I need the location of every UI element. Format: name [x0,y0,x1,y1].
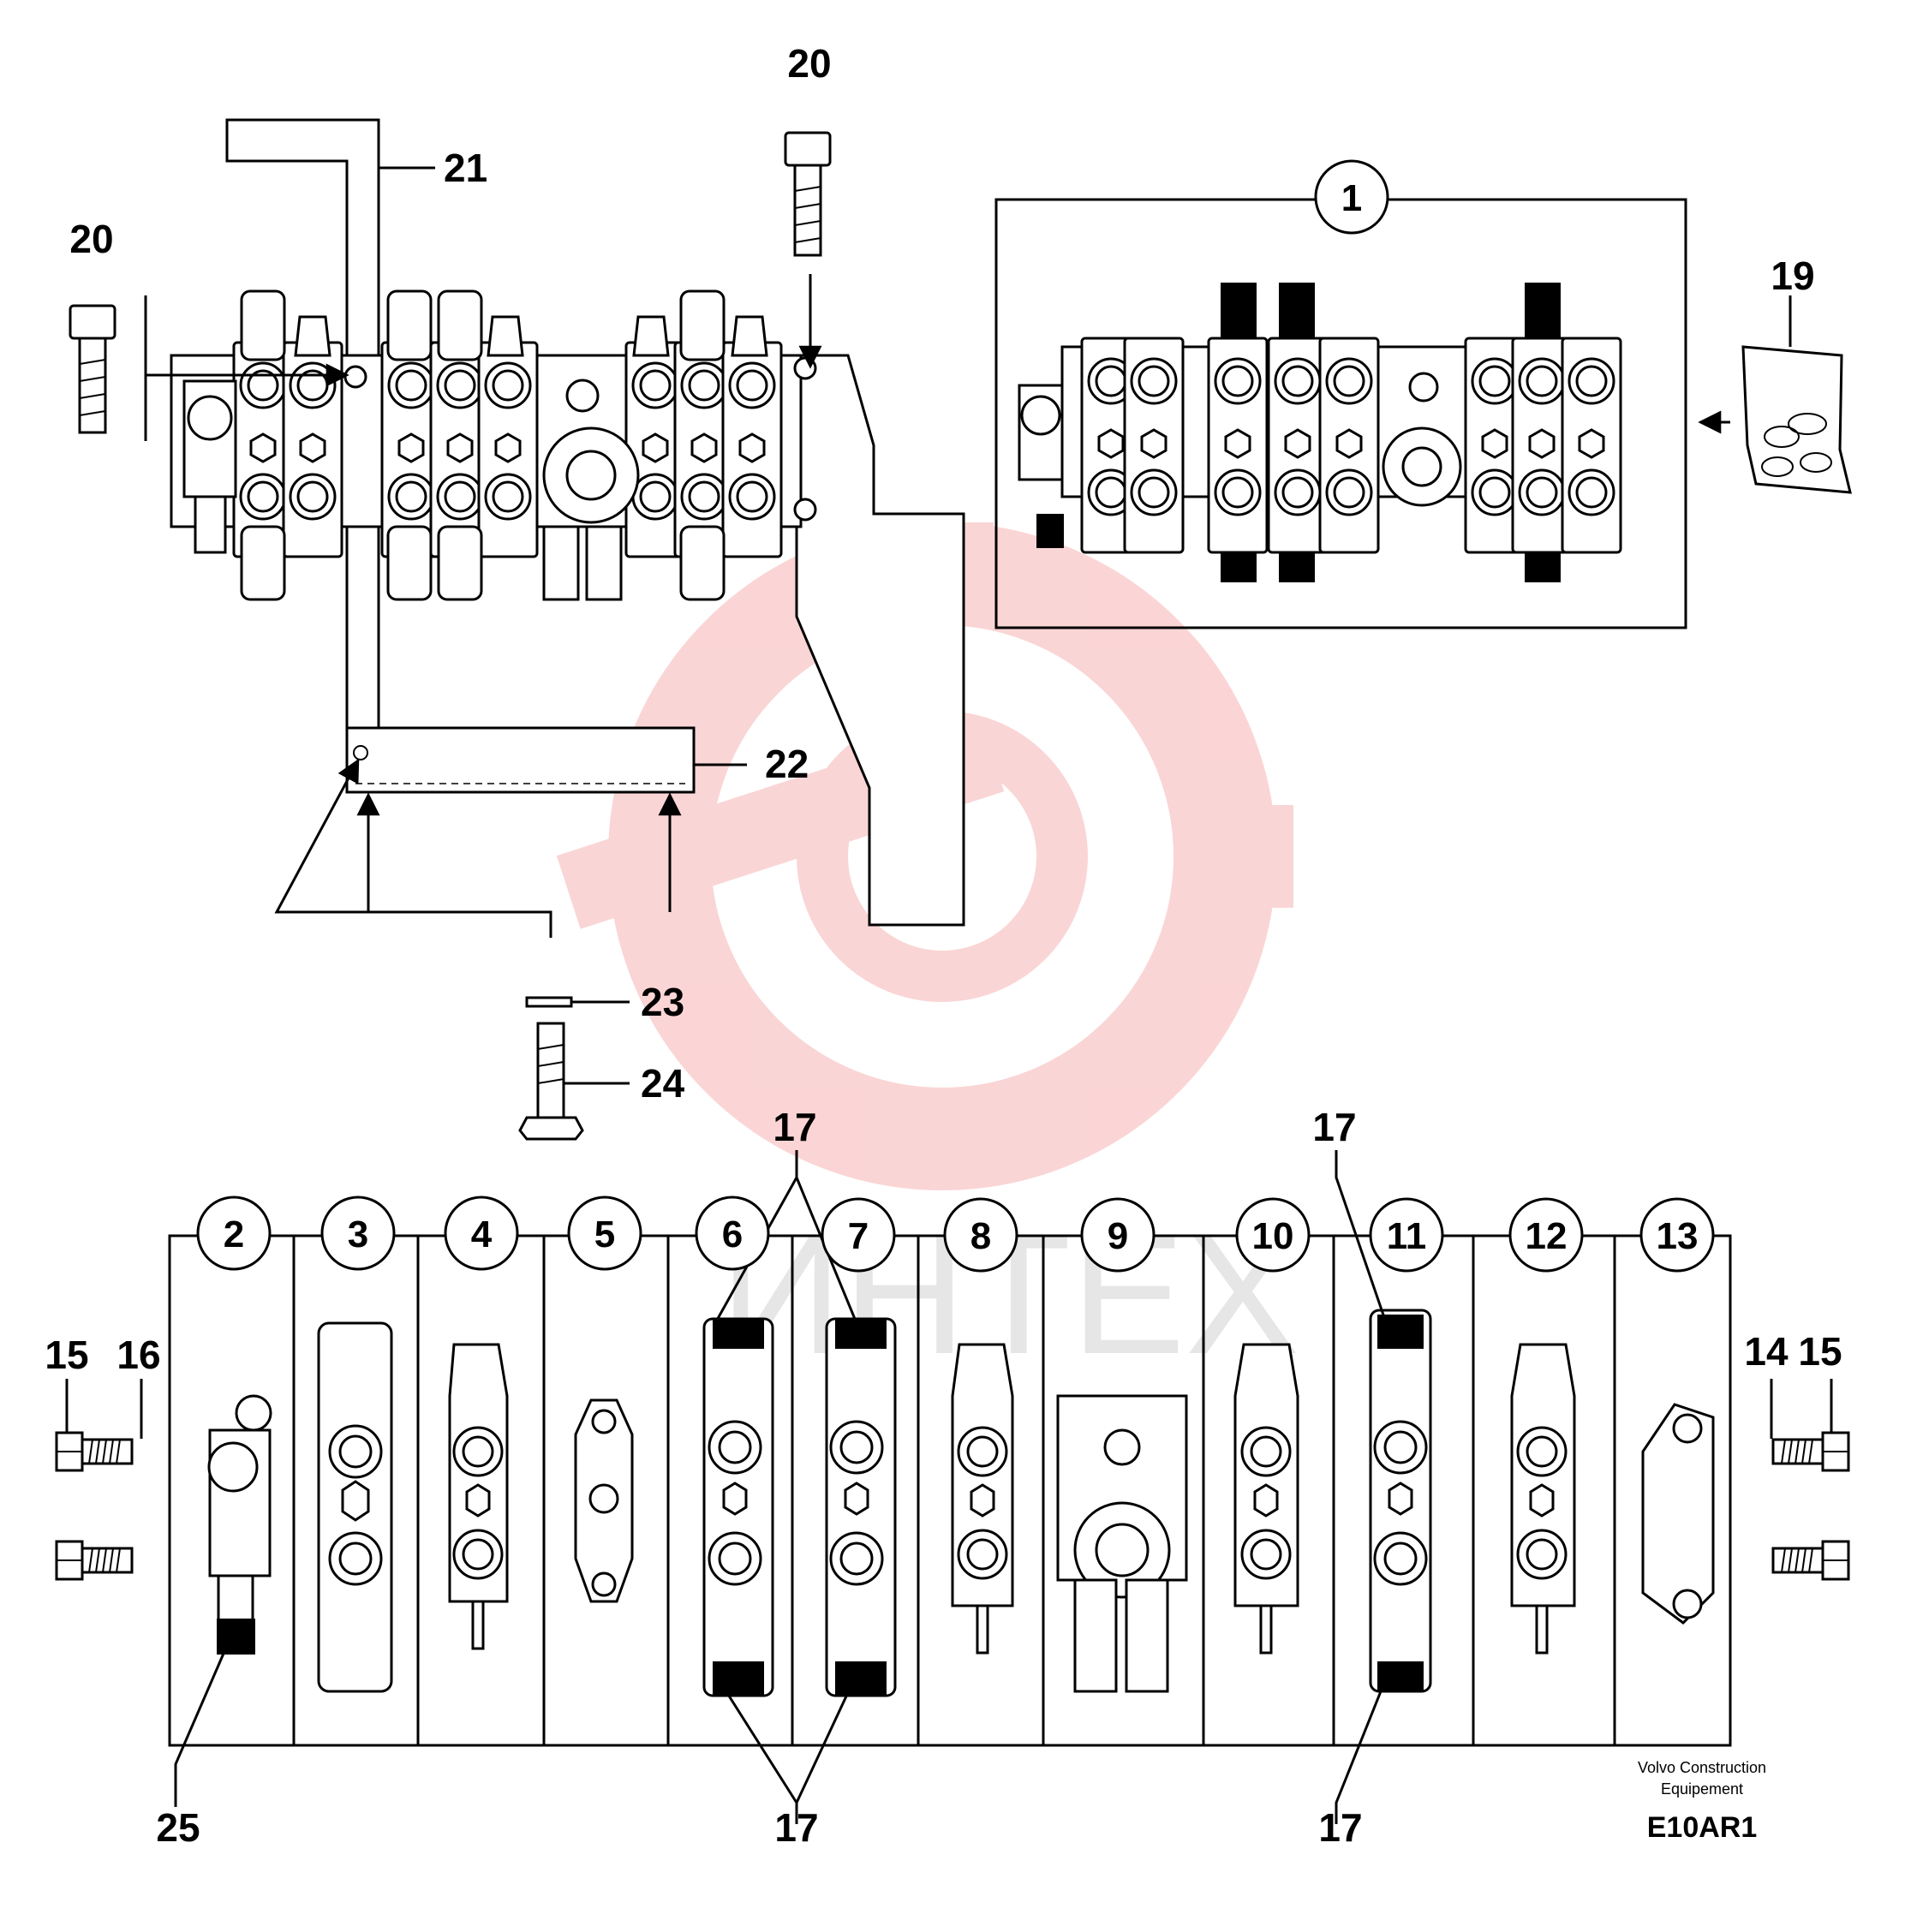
bolt-20-top [784,131,832,257]
washer-23 [525,996,573,1008]
callout-11: 11 [1387,1215,1427,1257]
callout-9: 9 [1108,1215,1128,1257]
section-10-part [1233,1343,1299,1655]
section-6-part [702,1317,774,1697]
section-3-part [317,1321,393,1693]
label-17-top-right: 17 [1312,1105,1356,1149]
callout-8: 8 [970,1215,991,1257]
section-13-part [1641,1403,1715,1625]
credit-line-1: Volvo Construction [1638,1759,1766,1776]
callout-6: 6 [722,1213,743,1255]
label-16: 16 [116,1333,160,1377]
label-20-top: 20 [787,41,831,86]
label-19: 19 [1771,253,1814,298]
section-9-part [1056,1394,1188,1693]
callout-13: 13 [1657,1215,1699,1257]
plate-22 [345,726,696,794]
callout-2: 2 [224,1213,244,1255]
label-14: 14 [1744,1329,1789,1374]
label-22: 22 [765,742,809,786]
label-17-bottom-right: 17 [1318,1805,1362,1850]
callout-10: 10 [1252,1215,1294,1257]
nut-bolt-right-upper [1771,1431,1850,1472]
section-11-part [1369,1309,1432,1693]
label-25: 25 [156,1805,200,1850]
nut-bolt-left-upper [55,1431,134,1472]
label-17-top-left: 17 [773,1105,816,1149]
label-15-right: 15 [1798,1329,1842,1374]
section-7-part [825,1317,897,1697]
credit-line-2: Equipement [1661,1780,1743,1798]
callout-12: 12 [1526,1215,1568,1257]
bracket-right [795,354,965,927]
label-24: 24 [641,1061,685,1106]
seal-kit-bag-19 [1741,345,1852,494]
label-17-bottom-left: 17 [774,1805,818,1850]
callout-1: 1 [1341,177,1362,219]
label-15-left: 15 [45,1333,88,1377]
callout-5: 5 [594,1213,615,1255]
callout-4: 4 [471,1213,493,1255]
label-21: 21 [444,146,487,190]
section-2-part [207,1394,272,1655]
nut-bolt-right-lower [1771,1540,1850,1581]
section-5-part [574,1398,634,1603]
callout-3: 3 [348,1213,368,1255]
label-23: 23 [641,980,684,1024]
section-12-part [1510,1343,1576,1655]
section-4-part [448,1343,509,1650]
label-20-left: 20 [69,217,113,261]
bolt-20-left [69,304,116,434]
callout-7: 7 [848,1215,869,1257]
bolt-24 [518,1022,584,1141]
figure-code: E10AR1 [1647,1811,1758,1844]
section-dividers [292,1236,1616,1745]
section-8-part [951,1343,1014,1655]
callout-circles [196,159,1715,1273]
valve-kit-1 [1018,283,1622,582]
nut-bolt-left-lower [55,1540,134,1581]
